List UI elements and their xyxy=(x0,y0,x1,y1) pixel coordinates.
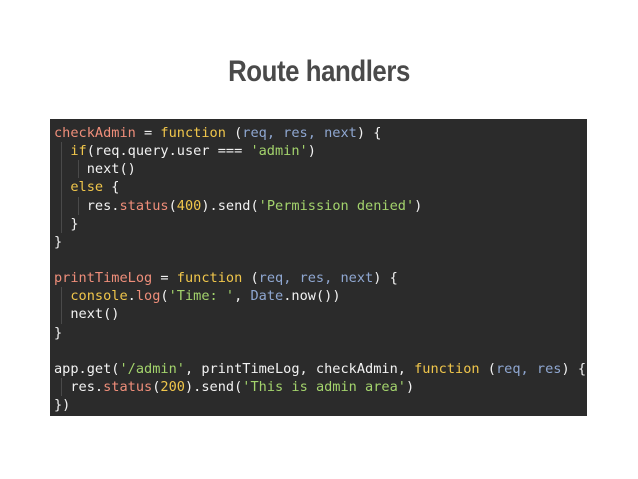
code-token: (req.query.user === xyxy=(86,143,251,160)
indent-guide xyxy=(77,196,79,215)
indent-guide xyxy=(61,160,63,179)
code-line xyxy=(54,342,587,360)
indent-guide xyxy=(61,196,63,215)
code-token: function xyxy=(160,125,226,141)
code-token: = xyxy=(152,270,177,287)
code-token: }) xyxy=(54,397,71,414)
code-token: 'Time: ' xyxy=(168,288,235,305)
code-token: ( xyxy=(160,288,169,305)
code-line: console.log('Time: ', Date.now()) xyxy=(54,287,587,306)
code-token: log xyxy=(135,288,161,305)
code-line: printTimeLog = function (req, res, next)… xyxy=(54,269,587,287)
code-token: ) xyxy=(405,378,415,395)
code-token: req, res xyxy=(495,360,562,377)
code-token: Date xyxy=(250,288,284,305)
code-token: else xyxy=(70,179,104,196)
code-token: ) xyxy=(307,143,316,160)
code-line: next() xyxy=(54,160,587,179)
code-token: req, res, next xyxy=(258,270,374,287)
code-token: = xyxy=(135,125,161,141)
code-token: , printTimeLog, checkAdmin, xyxy=(184,360,415,377)
code-token: printTimeLog xyxy=(54,270,153,287)
code-token: ( xyxy=(479,360,496,377)
code-token: checkAdmin xyxy=(54,125,136,141)
code-line xyxy=(54,251,587,269)
indent xyxy=(54,198,87,214)
code-token: ( xyxy=(225,125,243,141)
code-token: 'This is admin area' xyxy=(242,378,406,395)
code-token: next() xyxy=(70,306,120,323)
code-token: console xyxy=(70,288,128,305)
code-token: } xyxy=(54,233,63,250)
indent-guide xyxy=(61,377,63,397)
code-token: status xyxy=(119,197,169,214)
indent-guide xyxy=(77,160,79,179)
code-token: res. xyxy=(70,378,104,395)
code-token: , xyxy=(234,288,251,305)
code-line: res.status(400).send('Permission denied'… xyxy=(54,196,587,215)
code-line: if(req.query.user === 'admin') xyxy=(54,142,587,161)
code-token: . xyxy=(127,288,136,305)
code-token: req, res, next xyxy=(242,125,357,141)
code-token: function xyxy=(414,360,480,377)
code-token: } xyxy=(54,324,63,341)
indent-guide xyxy=(61,142,63,161)
indent-guide xyxy=(61,178,63,197)
code-token: { xyxy=(103,179,120,196)
code-line: } xyxy=(54,214,587,233)
code-token: ) { xyxy=(561,360,587,377)
code-token: ( xyxy=(168,197,177,214)
code-token: 400 xyxy=(176,197,202,214)
code-line: next() xyxy=(54,305,587,324)
code-token: ( xyxy=(242,270,259,287)
code-token: ).send( xyxy=(201,197,259,214)
code-token: 200 xyxy=(160,378,185,395)
slide-title: Route handlers xyxy=(228,55,410,88)
code-line: } xyxy=(54,233,587,251)
indent xyxy=(54,161,87,177)
code-token: if xyxy=(70,143,87,160)
code-token: ) { xyxy=(356,125,382,141)
code-token: 'admin' xyxy=(250,143,308,160)
indent-guide xyxy=(61,305,63,324)
indent-guide xyxy=(61,214,63,233)
code-token: '/admin' xyxy=(119,360,185,377)
code-token: status xyxy=(103,378,153,395)
code-line: checkAdmin = function (req, res, next) { xyxy=(54,124,587,142)
code-line: }) xyxy=(54,396,587,414)
code-token: res. xyxy=(86,197,120,214)
code-token: ( xyxy=(152,378,161,395)
code-token: ) { xyxy=(373,270,398,287)
code-line: res.status(200).send('This is admin area… xyxy=(54,377,587,397)
code-token: } xyxy=(70,215,79,232)
code-token: .now()) xyxy=(283,288,341,305)
code-token: function xyxy=(176,270,243,287)
code-token: next() xyxy=(86,161,136,178)
indent-guide xyxy=(61,287,63,306)
code-token: ) xyxy=(414,197,423,214)
code-block: checkAdmin = function (req, res, next) {… xyxy=(50,119,587,416)
code-line: else { xyxy=(54,178,587,197)
code-token: ).send( xyxy=(184,378,243,395)
code-line: } xyxy=(54,324,587,342)
code-line: app.get('/admin', printTimeLog, checkAdm… xyxy=(54,360,587,378)
code-token: app.get( xyxy=(54,360,120,377)
code-token: 'Permission denied' xyxy=(258,197,415,214)
